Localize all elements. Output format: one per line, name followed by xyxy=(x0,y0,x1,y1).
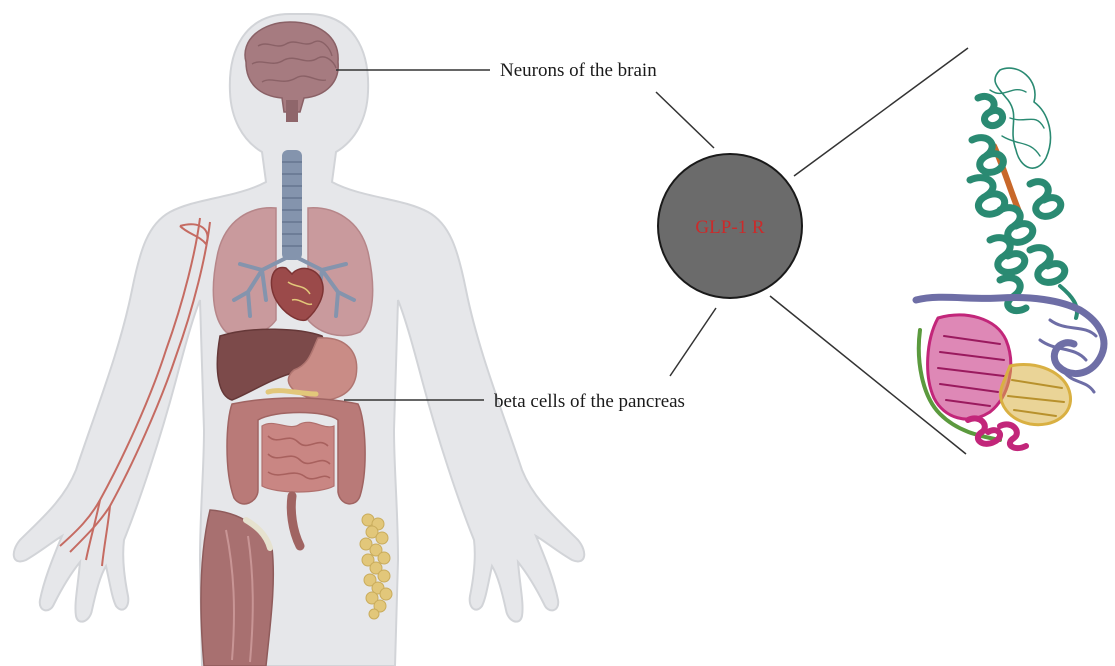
human-body-icon xyxy=(14,14,585,666)
pancreas-label: beta cells of the pancreas xyxy=(494,391,685,412)
pancreas-to-receptor-line xyxy=(670,308,716,376)
muscle-icon xyxy=(201,510,273,666)
receptor-to-structure-upper-line xyxy=(794,48,968,176)
receptor-node: GLP-1 R xyxy=(658,154,802,298)
protein-structure-icon xyxy=(916,68,1104,448)
receptor-label: GLP-1 R xyxy=(695,217,764,238)
brain-label: Neurons of the brain xyxy=(500,60,657,81)
brain-to-receptor-line xyxy=(656,92,714,148)
trachea-icon xyxy=(282,150,302,260)
